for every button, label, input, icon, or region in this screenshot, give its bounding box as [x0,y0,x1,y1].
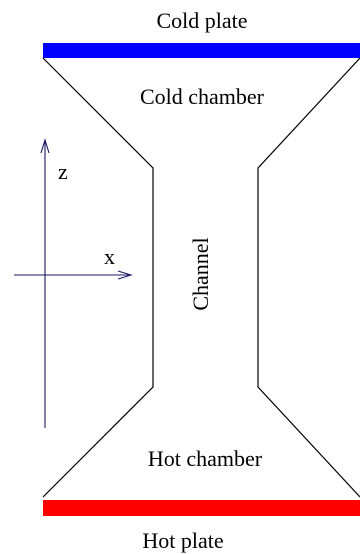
x-axis-arrowhead [117,270,133,280]
z-axis-arrowhead [40,138,50,154]
hot-chamber-label: Hot chamber [148,446,263,471]
hot-plate-label: Hot plate [142,528,223,553]
right-wall [257,57,360,498]
cold-chamber-label: Cold chamber [140,84,265,109]
channel-label: Channel [188,237,213,310]
cold-plate-label: Cold plate [156,8,247,33]
left-wall [42,57,154,498]
coordinate-axes: z x [14,138,133,428]
x-axis-label: x [104,244,115,269]
z-axis-label: z [58,159,68,184]
hot-plate [43,500,360,516]
cold-plate [43,43,360,58]
